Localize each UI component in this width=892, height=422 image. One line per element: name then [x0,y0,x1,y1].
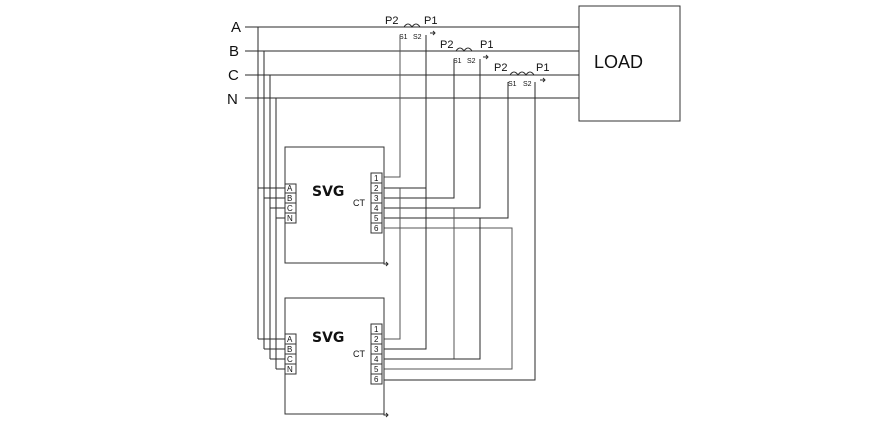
svg-unit-1-ground-icon [383,260,389,267]
svg-unit-1-term-c-label: C [287,204,293,213]
svg2-t2-link [382,188,427,350]
svg-unit-2-term-c-label: C [287,355,293,364]
ct-coil-a [403,23,421,28]
ct-a-arrow-icon [430,30,436,36]
ct-c-p2-label: P2 [494,62,507,74]
current-transformer-c: P2 P1 S1 S2 [494,62,549,88]
svg-unit-2-term-b-label: B [287,345,292,354]
svg-unit-1-term-n-label: N [287,214,293,223]
voltage-wires [257,27,285,370]
svg-unit-1-term-6-label: 6 [374,224,379,233]
ct-b-s2-to-svg1-t4 [382,59,481,209]
phase-label-b: B [229,43,239,60]
svg-unit-2-term-3-label: 3 [374,345,379,354]
svg-unit-2-term-2-label: 2 [374,335,379,344]
svg-unit-2-title: SVG [312,330,344,346]
phase-label-a: A [231,19,241,36]
svg2-t1-link [382,188,401,340]
svg2-t4-link [382,218,481,360]
load-label: LOAD [594,52,643,72]
ct-coil-b [455,47,473,52]
svg-unit-1-term-6 [370,222,383,234]
svg-unit-1-box [284,146,385,264]
phase-label-c: C [228,67,239,84]
svg-unit-1-term-n [284,212,297,224]
ct-secondary-wires [382,35,536,381]
ct-a-s1-label: S1 [399,34,408,41]
current-transformer-b: P2 P1 S1 S2 [440,39,493,65]
svg-unit-1-term-4-label: 4 [374,204,379,213]
ct-a-s2-label: S2 [413,34,422,41]
ct-b-p1-label: P1 [480,39,493,51]
svg-unit-1-term-1-label: 1 [374,174,379,183]
svg-unit-2-term-a-label: A [287,335,293,344]
ct-c-s1-label: S1 [508,81,517,88]
ct-b-s2-label: S2 [467,58,476,65]
ct-b-s1-to-svg1-t3 [382,59,455,199]
svg-unit-2-term-1-label: 1 [374,325,379,334]
current-transformer-a: P2 P1 S1 S2 [385,15,437,41]
svg-unit-1-term-3-label: 3 [374,194,379,203]
ct-a-s2-to-svg1-t2 [382,35,427,189]
ct-c-arrow-icon [540,77,546,83]
svg-unit-2-ct-label: CT [353,349,365,359]
ct-b-arrow-icon [483,54,489,60]
svg-unit-2-term-4-label: 4 [374,355,379,364]
ct-b-s1-label: S1 [453,58,462,65]
load-box [578,5,681,122]
svg-unit-2-box [284,297,385,415]
ct-coil-c [509,71,535,76]
svg-unit-1-term-2-label: 2 [374,184,379,193]
svg-unit-1-title: SVG [312,184,344,200]
svg-unit-2-term-n [284,363,297,375]
svg-unit-1-term-5-label: 5 [374,214,379,223]
svg-unit-1-term-b-label: B [287,194,292,203]
svg-unit-2-term-6-label: 6 [374,375,379,384]
ct-c-p1-label: P1 [536,62,549,74]
svg-unit-2-term-5-label: 5 [374,365,379,374]
svg-unit-2-term-n-label: N [287,365,293,374]
ct-c-s2-label: S2 [523,81,532,88]
ct-a-p2-label: P2 [385,15,398,27]
svg2-t3-link [382,208,455,360]
phase-label-n: N [227,91,238,108]
ct-c-s2-to-svg2-t6 [382,82,536,381]
svg1-t6-to-svg2-t5 [382,227,513,370]
ct-c-s1-to-svg1-t5 [382,82,509,219]
svg-unit-1-term-a-label: A [287,184,293,193]
svg-unit-1-ct-label: CT [353,198,365,208]
svg-unit-2-term-6 [370,373,383,385]
ct-b-p2-label: P2 [440,39,453,51]
svg-unit-2-ground-icon [383,411,389,418]
ct-a-s1-to-svg1-t1 [382,35,401,178]
ct-a-p1-label: P1 [424,15,437,27]
